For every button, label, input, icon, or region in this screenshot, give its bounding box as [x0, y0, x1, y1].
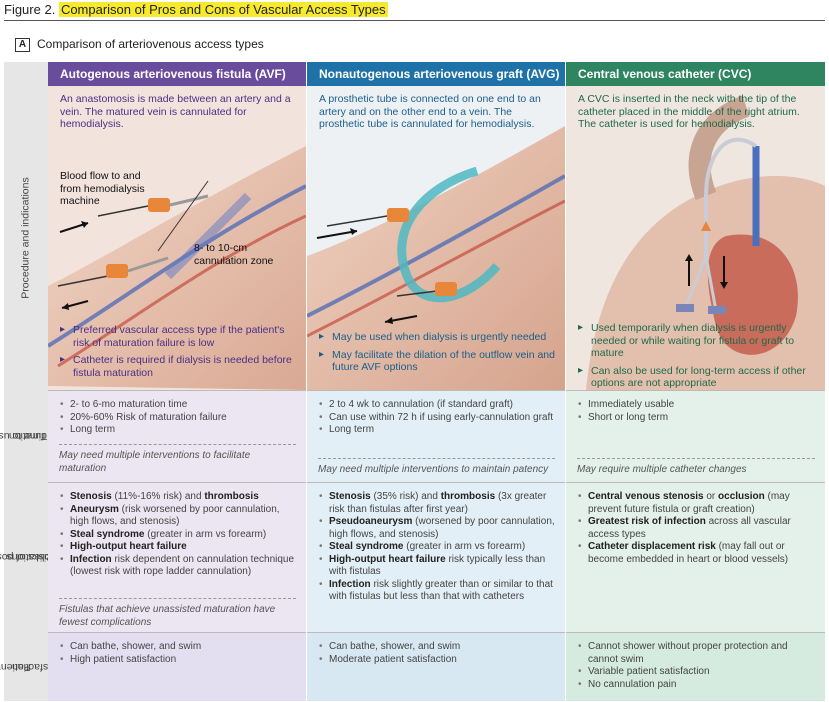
cvc-time-band: Immediately usable Short or long term Ma… — [566, 390, 825, 482]
avf-time-band: 2- to 6-mo maturation time 20%-60% Risk … — [48, 390, 306, 482]
column-avf: Autogenous arteriovenous fistula (AVF) — [48, 62, 306, 701]
cvc-time-list: Immediately usable Short or long term — [577, 399, 815, 424]
avg-risks-band: Stenosis (35% risk) and thrombosis (3x g… — [307, 482, 565, 632]
figure-title-text: Comparison of Pros and Cons of Vascular … — [58, 2, 388, 17]
avf-illustration: An anastomosis is made between an artery… — [48, 86, 306, 390]
avg-header: Nonautogenous arteriovenous graft (AVG) — [307, 62, 565, 86]
avf-needle-upper — [97, 194, 209, 217]
avg-satisfaction-list: Can bathe, shower, and swim Moderate pat… — [318, 641, 555, 666]
panel-title: Comparison of arteriovenous access types — [37, 37, 264, 51]
avg-needle-lower — [396, 282, 457, 297]
cvc-satisfaction-band: Cannot shower without proper protection … — [566, 632, 825, 701]
avf-description: An anastomosis is made between an artery… — [60, 93, 291, 130]
avg-description: A prosthetic tube is connected on one en… — [319, 93, 541, 130]
figure-label: Figure 2. — [4, 2, 56, 17]
avg-risks-list: Stenosis (35% risk) and thrombosis (3x g… — [318, 491, 555, 604]
avf-risks-list: Stenosis (11%-16% risk) and thrombosis A… — [59, 491, 296, 579]
avf-time-list: 2- to 6-mo maturation time 20%-60% Risk … — [59, 399, 296, 437]
row-label-risks: Risks of possiblecomplications — [0, 551, 70, 563]
column-cvc: Central venous catheter (CVC) A CVC is i… — [566, 62, 825, 701]
avg-indication: May be used when dialysis is urgently ne… — [319, 331, 559, 344]
cvc-indication: Used temporarily when dialysis is urgent… — [578, 322, 823, 360]
avf-risks-note: Fistulas that achieve unassisted maturat… — [59, 598, 296, 629]
row-labels: Procedure and indications Time to usagea… — [0, 62, 70, 701]
avg-indications: May be used when dialysis is urgently ne… — [319, 331, 559, 379]
avf-indication: Preferred vascular access type if the pa… — [60, 324, 300, 349]
cvc-illustration: A CVC is inserted in the neck with the t… — [566, 86, 825, 390]
avg-satisfaction-band: Can bathe, shower, and swim Moderate pat… — [307, 632, 565, 701]
column-avg: Nonautogenous arteriovenous graft (AVG) — [307, 62, 565, 701]
panel-letter: A — [15, 38, 30, 52]
avg-illustration: A prosthetic tube is connected on one en… — [307, 86, 565, 390]
cvc-time-note: May require multiple catheter changes — [577, 458, 815, 477]
cvc-satisfaction-list: Cannot shower without proper protection … — [577, 641, 815, 691]
avg-time-band: 2 to 4 wk to cannulation (if standard gr… — [307, 390, 565, 482]
figure-title: Figure 2. Comparison of Pros and Cons of… — [4, 2, 388, 17]
avg-time-note: May need multiple interventions to maint… — [318, 458, 555, 477]
cvc-risks-list: Central venous stenosis or occlusion (ma… — [577, 491, 815, 566]
row-label-time: Time to usageand duration — [0, 430, 68, 442]
cvc-indications: Used temporarily when dialysis is urgent… — [578, 322, 823, 390]
avg-time-list: 2 to 4 wk to cannulation (if standard gr… — [318, 399, 555, 437]
avf-header: Autogenous arteriovenous fistula (AVF) — [48, 62, 306, 86]
avg-indication: May facilitate the dilation of the outfl… — [319, 349, 559, 374]
avf-callout-cannulation-zone: 8- to 10-cm cannulation zone — [194, 242, 274, 267]
avf-risks-band: Stenosis (11%-16% risk) and thrombosis A… — [48, 482, 306, 632]
avg-needle-upper — [326, 208, 409, 227]
avf-indications: Preferred vascular access type if the pa… — [60, 324, 300, 384]
avf-time-note: May need multiple interventions to facil… — [59, 444, 296, 475]
avf-callout-blood-flow: Blood flow to and from hemodialysis mach… — [60, 170, 145, 207]
avf-needle-lower — [57, 256, 169, 287]
title-divider — [4, 20, 825, 21]
avf-indication: Catheter is required if dialysis is need… — [60, 354, 300, 379]
avf-satisfaction-list: Can bathe, shower, and swim High patient… — [59, 641, 296, 666]
row-label-procedure: Procedure and indications — [20, 177, 33, 299]
cvc-indication: Can also be used for long-term access if… — [578, 365, 823, 390]
avf-satisfaction-band: Can bathe, shower, and swim High patient… — [48, 632, 306, 701]
cvc-risks-band: Central venous stenosis or occlusion (ma… — [566, 482, 825, 632]
cvc-description: A CVC is inserted in the neck with the t… — [578, 93, 800, 130]
cvc-header: Central venous catheter (CVC) — [566, 62, 825, 86]
